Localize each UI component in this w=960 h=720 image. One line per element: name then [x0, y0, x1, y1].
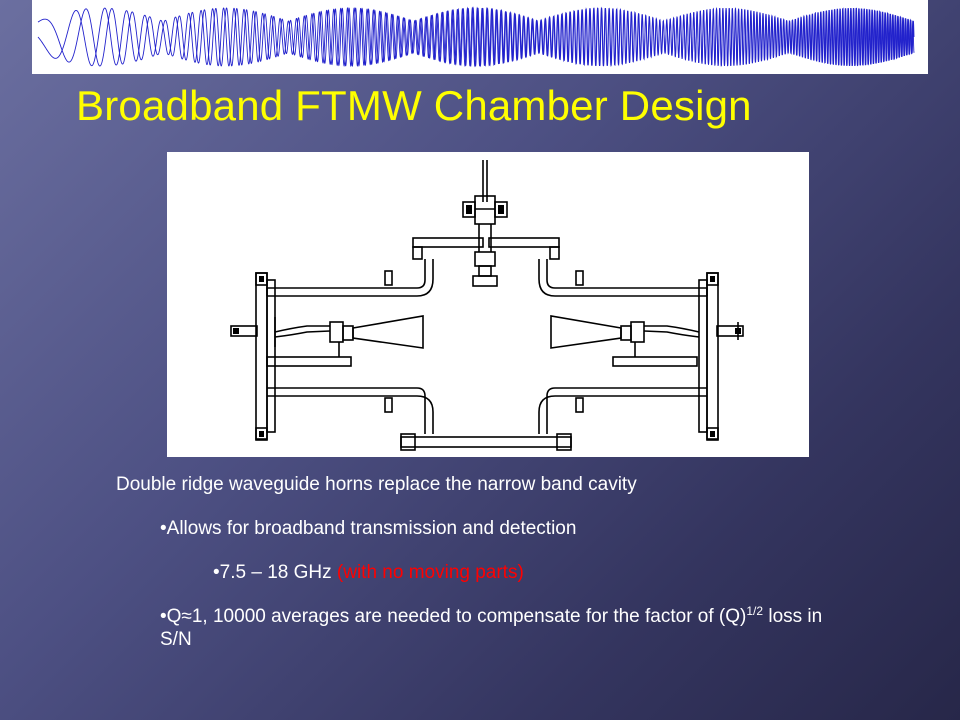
- bullet-frequency-highlight: (with no moving parts): [336, 562, 524, 583]
- bullet-horns: Double ridge waveguide horns replace the…: [116, 473, 637, 496]
- chirp-waveform-icon: [37, 6, 915, 68]
- bullet-frequency-text: 7.5 – 18 GHz: [219, 562, 332, 583]
- bullet-horns-text: Double ridge waveguide horns replace the…: [116, 474, 637, 495]
- bullet-marker: •: [160, 606, 167, 627]
- bullet-broadband: •Allows for broadband transmission and d…: [160, 517, 576, 540]
- slide-title: Broadband FTMW Chamber Design: [76, 82, 752, 129]
- bullet-broadband-text: Allows for broadband transmission and de…: [166, 518, 577, 539]
- bullet-frequency-range: •7.5 – 18 GHz (with no moving parts): [213, 561, 524, 584]
- waveform-banner: [32, 0, 928, 74]
- bullet-marker: •: [213, 562, 220, 583]
- bullet-q-text: Q≈1, 10000 averages are needed to compen…: [166, 606, 747, 627]
- bullet-q-superscript: 1/2: [746, 604, 764, 618]
- bullet-q-factor: •Q≈1, 10000 averages are needed to compe…: [160, 605, 850, 651]
- bullet-marker: •: [160, 518, 167, 539]
- chamber-diagram: [167, 152, 809, 457]
- vacuum-chamber-schematic-icon: [230, 160, 744, 451]
- bullet-q-text-end: loss in S/N: [160, 606, 823, 650]
